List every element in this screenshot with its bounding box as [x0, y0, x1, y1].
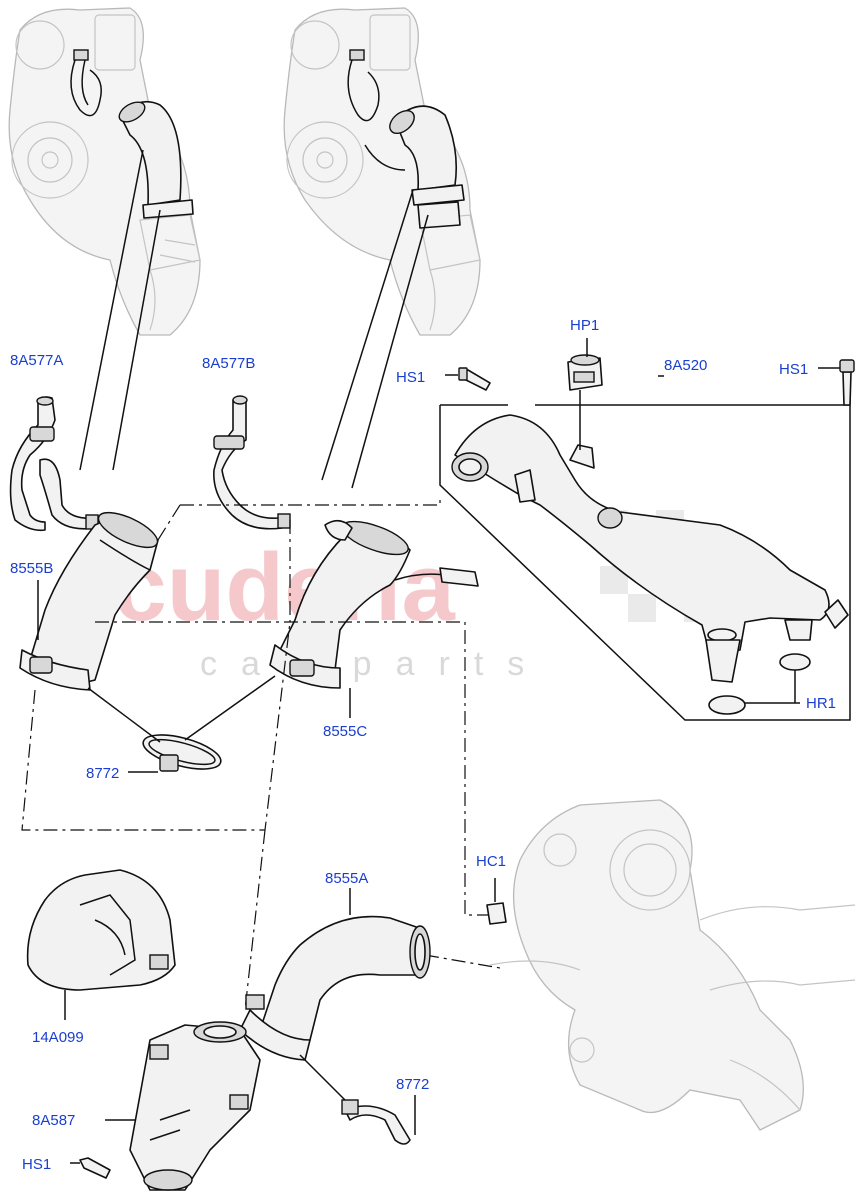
label-leaders: [37, 375, 664, 718]
clamp-8772-upper: [87, 675, 276, 773]
watermark-tagline: car parts: [200, 645, 548, 683]
label-14a099: 14A099: [32, 1029, 84, 1046]
hose-8a577b: [213, 395, 291, 530]
label-hs1-right: HS1: [779, 361, 808, 378]
pipe-8a520: [439, 400, 851, 721]
hose-8555a: [239, 888, 431, 1061]
label-hs1-bottom: HS1: [22, 1156, 51, 1173]
label-8555c: 8555C: [323, 723, 367, 740]
assembly-lines-left: [21, 495, 501, 1011]
label-8555b: 8555B: [10, 560, 53, 577]
bolt-hs1-left: [445, 367, 491, 391]
hose-on-engine-left: [70, 49, 194, 219]
label-8a587: 8A587: [32, 1112, 75, 1129]
hose-on-engine-middle: [347, 49, 465, 229]
label-hc1: HC1: [476, 853, 506, 870]
bolt-hs1-right: [818, 359, 855, 406]
cover-14a099: [26, 869, 176, 1020]
hose-8555c: [269, 519, 479, 689]
label-8a577a: 8A577A: [10, 352, 63, 369]
hose-8a577a: [9, 396, 99, 532]
clamp-8772-lower: [299, 1054, 416, 1145]
label-hp1: HP1: [570, 317, 599, 334]
leader-lines-top: [79, 149, 429, 489]
label-8772-lower: 8772: [396, 1076, 429, 1093]
label-hr1: HR1: [806, 695, 836, 712]
engine-ghost-bottom-right: [489, 799, 856, 1131]
label-hs1-left: HS1: [396, 369, 425, 386]
label-8a577b: 8A577B: [202, 355, 255, 372]
part-labels: 8A577A 8A577B HS1 HP1 8A520 HS1 8555B 85…: [10, 317, 836, 1173]
label-8772-upper: 8772: [86, 765, 119, 782]
plug-hp1: [567, 338, 603, 450]
label-8555a: 8555A: [325, 870, 368, 887]
clip-hc1: [486, 878, 507, 925]
bolt-hs1-bottom: [70, 1157, 111, 1179]
housing-8a587: [105, 1021, 261, 1191]
hose-8555b: [19, 511, 159, 691]
label-8a520: 8A520: [664, 357, 707, 374]
